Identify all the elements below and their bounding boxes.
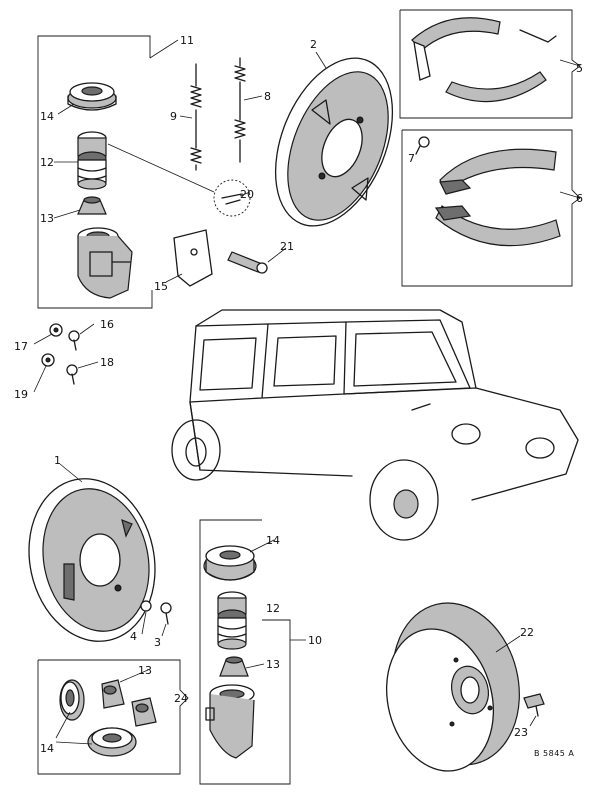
bleed-nipple-20	[107, 143, 251, 217]
wheel-cylinder-body-top	[77, 227, 133, 299]
callout-24: 24	[174, 692, 188, 705]
kit-6-group	[401, 129, 581, 287]
pin-7	[415, 136, 430, 155]
leader-lines	[33, 51, 581, 745]
callout-11: 11	[180, 34, 194, 47]
dust-cover-14-kit	[59, 679, 137, 757]
callout-4: 4	[130, 630, 137, 643]
callout-2: 2	[310, 38, 317, 51]
spring-9	[190, 63, 202, 171]
callout-3: 3	[154, 636, 161, 649]
kit-24-group	[37, 659, 189, 775]
plate-15	[173, 229, 213, 287]
brake-drum-22	[385, 602, 520, 772]
back-plate-1	[28, 478, 156, 642]
piston-12-top	[77, 131, 107, 190]
screw-23	[523, 693, 545, 717]
callout-23: 23	[514, 726, 528, 739]
callout-14-kit: 14	[40, 742, 54, 755]
callout-22: 22	[520, 626, 534, 639]
callout-15: 15	[154, 280, 168, 293]
callout-14-bottom: 14	[266, 534, 280, 547]
seal-13-bottom	[219, 656, 249, 677]
callout-9: 9	[170, 110, 177, 123]
wheel-cylinder-body-bottom	[205, 684, 255, 759]
callout-18: 18	[100, 356, 114, 369]
callout-7: 7	[408, 152, 415, 165]
kit-10-group	[199, 519, 306, 785]
callout-labels: 11 2 5 14 9 8 12 7 6 13 20 21 15 17 16 1…	[14, 34, 583, 758]
fasteners-16-19	[41, 323, 80, 385]
adjuster-21	[227, 251, 268, 274]
callout-8: 8	[264, 90, 271, 103]
seals-13-kit	[101, 679, 157, 727]
fasteners-3-4	[140, 600, 172, 625]
callout-17: 17	[14, 340, 28, 353]
callout-5: 5	[576, 62, 583, 75]
callout-14-top: 14	[40, 110, 54, 123]
dust-cover-14-top	[67, 82, 117, 111]
callout-21: 21	[280, 240, 294, 253]
callout-1: 1	[54, 454, 61, 467]
callout-19: 19	[14, 388, 28, 401]
callout-13-bottom: 13	[266, 658, 280, 671]
dust-cover-14-bottom	[203, 545, 257, 581]
piston-12-bottom	[217, 591, 247, 650]
kit-5-group	[399, 9, 581, 119]
callout-13-top: 13	[40, 212, 54, 225]
back-plate-2	[274, 57, 394, 227]
spring-8	[234, 57, 246, 163]
seal-13-top	[77, 196, 107, 215]
callout-20: 20	[240, 188, 254, 201]
callout-10: 10	[308, 634, 322, 647]
kit-11-group	[37, 35, 179, 309]
callout-12-top: 12	[40, 156, 54, 169]
callout-13-kit: 13	[138, 664, 152, 677]
callout-16: 16	[100, 318, 114, 331]
car-outline	[171, 309, 579, 541]
reference-code: B 5845 A	[534, 749, 574, 758]
callout-12-bottom: 12	[266, 602, 280, 615]
callout-6: 6	[576, 192, 583, 205]
